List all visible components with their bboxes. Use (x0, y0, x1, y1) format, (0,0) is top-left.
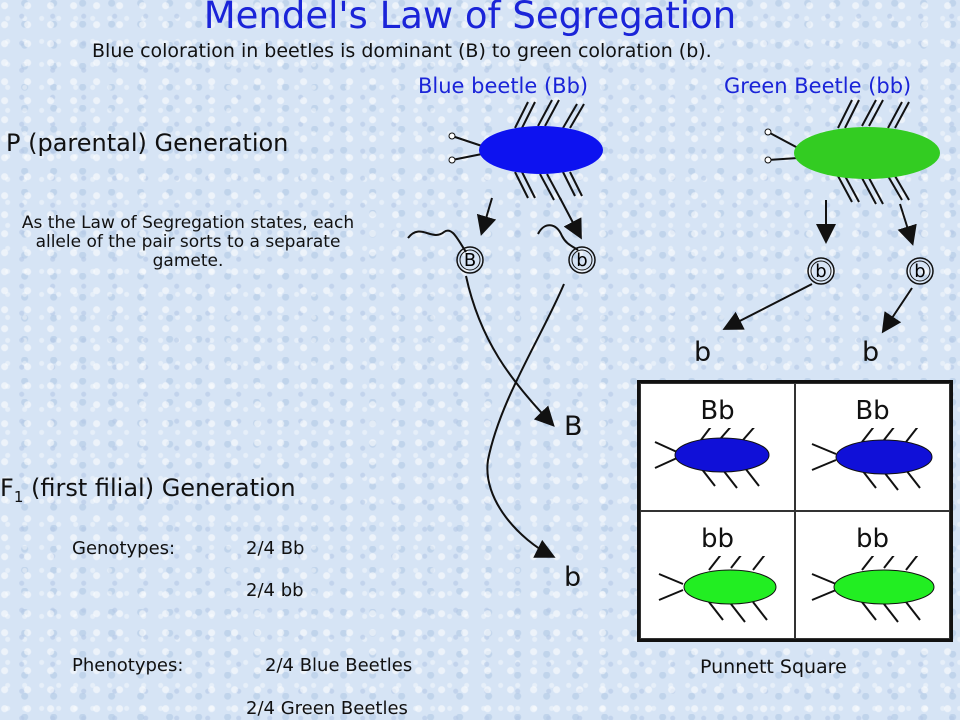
green-offspring-beetle (658, 556, 777, 623)
green-beetle-label: Green Beetle (bb) (724, 74, 912, 98)
punnett-row-header-1: B (564, 411, 583, 442)
genotype-ratio: 2/4 bb (246, 580, 304, 601)
phenotype-ratio: 2/4 Blue Beetles (265, 655, 413, 676)
blue-parent-arrows (407, 197, 917, 253)
subtitle: Blue coloration in beetles is dominant (… (92, 40, 712, 62)
punnett-row-header-2: b (564, 562, 582, 593)
gamete-B-label: B (464, 250, 476, 271)
segregation-explanation: As the Law of Segregation states, each a… (21, 213, 355, 271)
page-title: Mendel's Law of Segregation (203, 0, 737, 37)
punnett-cell: bb (795, 511, 950, 639)
p-generation-heading: P (parental) Generation (6, 129, 289, 157)
gamete-circles: B b b b (456, 246, 934, 285)
gamete-sort-arrows (465, 275, 913, 558)
punnett-cell-genotype: bb (855, 524, 889, 554)
gamete-b-blue: b (568, 246, 596, 274)
gamete-b-green-1: b (807, 257, 835, 285)
punnett-cell-genotype: bb (700, 524, 734, 554)
punnett-column-header-2: b (862, 337, 880, 368)
phenotype-ratio: 2/4 Green Beetles (246, 698, 408, 719)
punnett-cell: bb (640, 511, 795, 639)
blue-parent-beetle (448, 99, 603, 201)
punnett-cell: Bb (795, 383, 950, 511)
punnett-square: Bb Bb bb bb (637, 380, 953, 642)
gamete-b-green-1-label: b (815, 261, 826, 282)
f1-heading-rest: (first filial) Generation (23, 474, 296, 502)
gamete-b-green-2-label: b (914, 261, 925, 282)
gamete-B-blue: B (456, 246, 484, 274)
f1-generation-heading: F1 (first filial) Generation (0, 474, 296, 506)
genotypes-label: Genotypes: (72, 538, 176, 559)
gamete-b-green-2: b (906, 257, 934, 285)
green-parent-beetle (764, 99, 940, 205)
punnett-cell-genotype: Bb (855, 396, 890, 426)
f1-heading-subscript: 1 (13, 487, 24, 506)
punnett-cell-genotype: Bb (700, 396, 735, 426)
phenotypes-label: Phenotypes: (72, 655, 184, 676)
punnett-cell: Bb (640, 383, 795, 511)
punnett-square-label: Punnett Square (700, 656, 847, 678)
gamete-b-label: b (576, 250, 587, 271)
blue-beetle-label: Blue beetle (Bb) (418, 74, 589, 98)
punnett-column-header-1: b (694, 337, 712, 368)
genotype-ratio: 2/4 Bb (246, 538, 305, 559)
f1-heading-letter: F (0, 474, 14, 502)
green-offspring-beetle (811, 556, 935, 623)
blue-offspring-beetle (811, 428, 933, 491)
blue-offspring-beetle (654, 428, 770, 489)
